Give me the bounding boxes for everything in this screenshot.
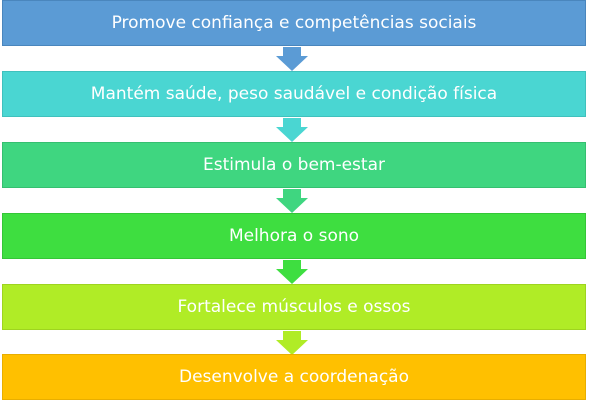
down-arrow-icon [276,331,308,355]
step-label-6: Desenvolve a coordenação [178,367,409,387]
step-box-4: Melhora o sono [2,213,586,259]
down-arrow-icon [276,118,308,142]
down-arrow-icon [276,260,308,284]
down-arrow-icon [276,47,308,71]
step-box-6: Desenvolve a coordenação [2,354,586,400]
step-label-1: Promove confiança e competências sociais [111,13,477,33]
step-box-2: Mantém saúde, peso saudável e condição f… [2,71,586,117]
down-arrow-icon [276,189,308,213]
step-box-1: Promove confiança e competências sociais [2,0,586,46]
step-label-3: Estimula o bem-estar [202,155,385,175]
step-label-2: Mantém saúde, peso saudável e condição f… [90,84,498,104]
step-box-3: Estimula o bem-estar [2,142,586,188]
step-box-5: Fortalece músculos e ossos [2,284,586,330]
step-label-5: Fortalece músculos e ossos [177,297,411,317]
step-label-4: Melhora o sono [228,226,360,246]
